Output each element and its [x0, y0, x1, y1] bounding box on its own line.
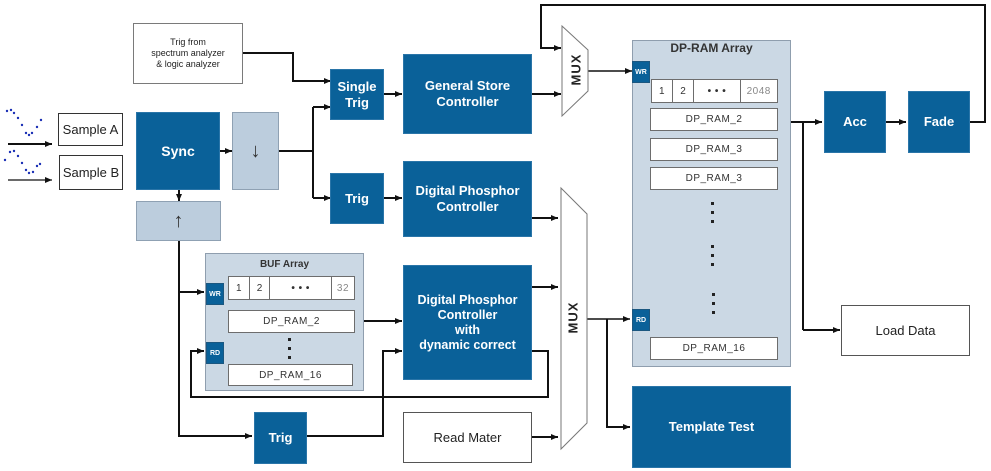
- up-arrow-icon: ↑: [173, 209, 184, 232]
- dp-ram-array-title: DP-RAM Array: [670, 41, 753, 55]
- buf-ram-row-last: DP_RAM_16: [228, 364, 353, 386]
- buf-index-cell: 2: [250, 276, 271, 300]
- trig-block-lower: Trig: [254, 412, 307, 464]
- buf-array-title: BUF Array: [259, 259, 310, 270]
- sample-b-box: Sample B: [59, 155, 123, 190]
- sync-block: Sync: [136, 112, 220, 190]
- dp-ram-array-panel: DP-RAM Array WR RD 1 2 • • • 2048 DP_RAM…: [632, 40, 791, 367]
- buf-array-panel: BUF Array WR RD 1 2 • • • 32 DP_RAM_2 DP…: [205, 253, 364, 391]
- buf-ellipsis-dots: [288, 338, 292, 359]
- buf-wr-port: WR: [206, 283, 224, 305]
- downsample-block: ↓: [232, 112, 279, 190]
- read-mater-box: Read Mater: [403, 412, 532, 463]
- signal-wave-icons: [3, 108, 43, 175]
- fade-block: Fade: [908, 91, 970, 153]
- dp-ram-row-last: DP_RAM_16: [650, 337, 778, 360]
- digital-phosphor-controller-dynamic: Digital Phosphor Controller with dynamic…: [403, 265, 532, 380]
- dp-ram-ellipsis-dots: [712, 293, 716, 314]
- upsample-block: ↑: [136, 201, 221, 241]
- mux-top-label: MUX: [568, 53, 584, 86]
- buf-index-row: 1 2 • • • 32: [228, 276, 355, 300]
- acc-block: Acc: [824, 91, 886, 153]
- dp-ram-row: DP_RAM_3: [650, 167, 778, 190]
- load-data-box: Load Data: [841, 305, 970, 356]
- dp-ram-rd-port: RD: [632, 309, 650, 331]
- mux-top-shape: [561, 24, 589, 118]
- buf-rd-port: RD: [206, 342, 224, 364]
- buf-index-cell: • • •: [270, 276, 332, 300]
- buf-index-cell: 1: [228, 276, 251, 300]
- trig-block-upper: Trig: [330, 173, 384, 224]
- down-arrow-icon: ↓: [250, 139, 261, 162]
- template-test-block: Template Test: [632, 386, 791, 468]
- dp-ram-row: DP_RAM_3: [650, 138, 778, 161]
- sample-a-box: Sample A: [58, 113, 123, 146]
- dp-ram-row: DP_RAM_2: [650, 108, 778, 131]
- mux-bottom-shape: [560, 186, 588, 451]
- mux-bottom-label: MUX: [565, 301, 581, 334]
- dp-ram-index-cell: 2: [673, 79, 695, 103]
- dp-ram-index-cell: 1: [651, 79, 674, 103]
- trig-source-box: Trig from spectrum analyzer & logic anal…: [133, 23, 243, 84]
- dp-ram-ellipsis-dots: [711, 202, 715, 223]
- dp-ram-index-row: 1 2 • • • 2048: [651, 79, 778, 103]
- fade-feedback-line: [540, 4, 986, 123]
- single-trig-block: Single Trig: [330, 69, 384, 120]
- dp-ram-wr-port: WR: [632, 61, 650, 83]
- buf-index-cell: 32: [331, 276, 355, 300]
- dp-ram-index-cell: 2048: [740, 79, 778, 103]
- dp-ram-ellipsis-dots: [711, 245, 715, 266]
- dp-ram-index-cell: • • •: [694, 79, 741, 103]
- digital-phosphor-controller: Digital Phosphor Controller: [403, 161, 532, 237]
- buf-ram-row: DP_RAM_2: [228, 310, 355, 333]
- trig-source-to-single-trig: [243, 52, 331, 84]
- general-store-controller: General Store Controller: [403, 54, 532, 134]
